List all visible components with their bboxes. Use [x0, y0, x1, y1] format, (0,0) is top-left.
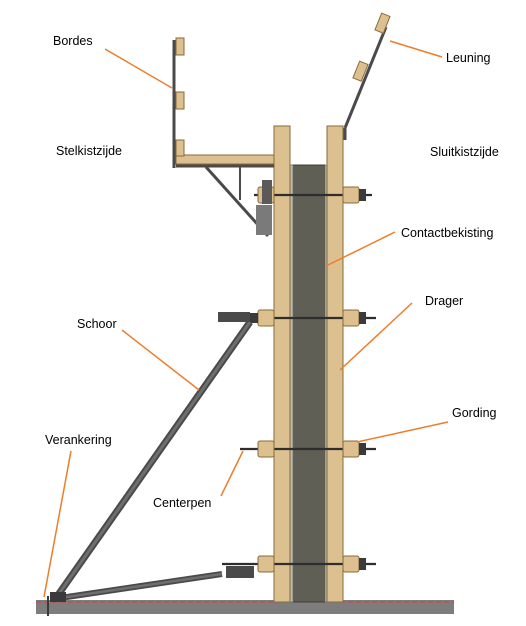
label-drager: Drager	[425, 294, 463, 308]
ground-slab	[36, 600, 454, 614]
label-leuning: Leuning	[446, 51, 491, 65]
concrete-wall	[291, 164, 326, 603]
leader-lines	[43, 40, 449, 598]
label-verankering: Verankering	[45, 433, 112, 447]
timber-beam-right	[326, 125, 344, 603]
label-centerpen: Centerpen	[153, 496, 211, 510]
push-pull-brace	[55, 312, 254, 601]
label-gording: Gording	[452, 406, 497, 420]
label-bordes: Bordes	[53, 34, 93, 48]
label-schoor: Schoor	[77, 317, 117, 331]
waling-row-4	[222, 555, 376, 573]
guardrail-right	[343, 12, 391, 140]
platform-guardrail	[172, 37, 185, 168]
label-stelkistzijde: Stelkistzijde	[56, 144, 122, 158]
label-contactbekisting: Contactbekisting	[401, 226, 493, 240]
working-platform	[175, 154, 275, 238]
anchor	[47, 592, 66, 616]
label-sluitkistzijde: Sluitkistzijde	[430, 145, 499, 159]
waling-row-1	[254, 186, 372, 204]
timber-beam-left	[273, 125, 291, 603]
waling-row-3	[240, 440, 376, 458]
